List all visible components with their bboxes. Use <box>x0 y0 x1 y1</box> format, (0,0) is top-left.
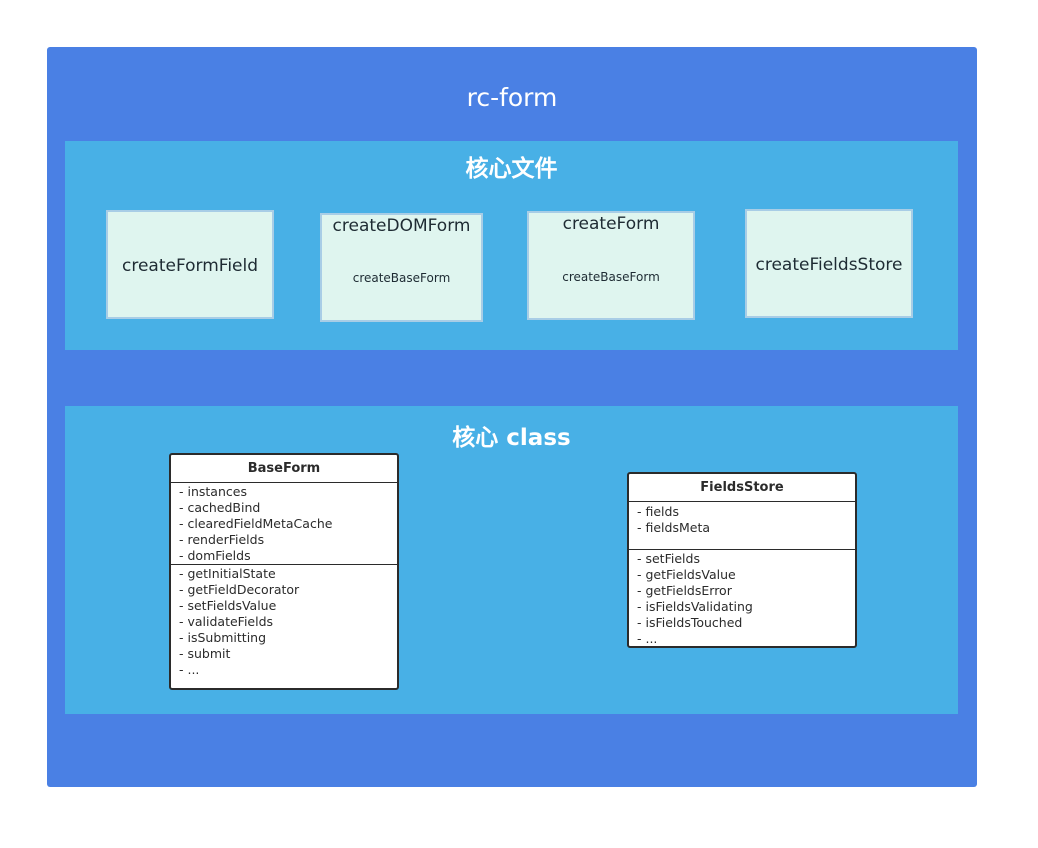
method-item: - isFieldsTouched <box>637 615 743 630</box>
method-item: - ... <box>637 631 658 646</box>
diagram-title: rc-form <box>466 83 558 112</box>
file-box-sublabel: createBaseForm <box>562 270 660 284</box>
attribute-item: - domFields <box>179 548 251 563</box>
class-box-fieldsstore: FieldsStore - fields - fieldsMeta - setF… <box>627 472 857 648</box>
method-item: - submit <box>179 646 231 661</box>
class-attributes: - fields - fieldsMeta <box>629 502 855 550</box>
file-box-createformfield: createFormField <box>106 210 274 319</box>
core-class-section: 核心 class BaseForm - instances - cachedBi… <box>65 406 958 714</box>
rc-form-container: rc-form 核心文件 createFormField createDOMFo… <box>47 47 977 787</box>
class-name: BaseForm <box>171 455 397 483</box>
file-box-label: createDOMForm <box>332 216 471 236</box>
method-item: - isFieldsValidating <box>637 599 753 614</box>
class-name: FieldsStore <box>629 474 855 502</box>
attribute-item: - renderFields <box>179 532 265 547</box>
method-item: - getFieldsValue <box>637 567 736 582</box>
file-box-createfieldsstore: createFieldsStore <box>745 209 913 318</box>
method-item: - getInitialState <box>179 566 276 581</box>
file-box-label: createFormField <box>121 256 259 276</box>
method-item: - isSubmitting <box>179 630 267 645</box>
class-attributes: - instances - cachedBind - clearedFieldM… <box>171 483 397 565</box>
method-item: - getFieldsError <box>637 583 732 598</box>
method-item: - setFields <box>637 551 700 566</box>
file-box-createform: createForm createBaseForm <box>527 211 695 320</box>
core-class-title: 核心 class <box>452 425 571 451</box>
file-box-label: createForm <box>562 214 660 234</box>
method-item: - getFieldDecorator <box>179 582 300 597</box>
core-files-title: 核心文件 <box>465 156 558 182</box>
method-item: - ... <box>179 662 200 677</box>
attribute-item: - instances <box>179 484 247 499</box>
file-box-sublabel: createBaseForm <box>352 271 451 285</box>
attribute-item: - clearedFieldMetaCache <box>179 516 333 531</box>
method-item: - validateFields <box>179 614 274 629</box>
file-box-createdomform: createDOMForm createBaseForm <box>320 213 483 322</box>
attribute-item: - fieldsMeta <box>637 520 711 535</box>
class-methods: - setFields - getFieldsValue - getFields… <box>629 550 855 647</box>
attribute-item: - cachedBind <box>179 500 261 515</box>
class-methods: - getInitialState - getFieldDecorator - … <box>171 565 397 678</box>
method-item: - setFieldsValue <box>179 598 277 613</box>
class-box-baseform: BaseForm - instances - cachedBind - clea… <box>169 453 399 690</box>
attribute-item: - fields <box>637 504 679 519</box>
core-files-section: 核心文件 createFormField createDOMForm creat… <box>65 141 958 350</box>
file-box-label: createFieldsStore <box>755 255 903 275</box>
